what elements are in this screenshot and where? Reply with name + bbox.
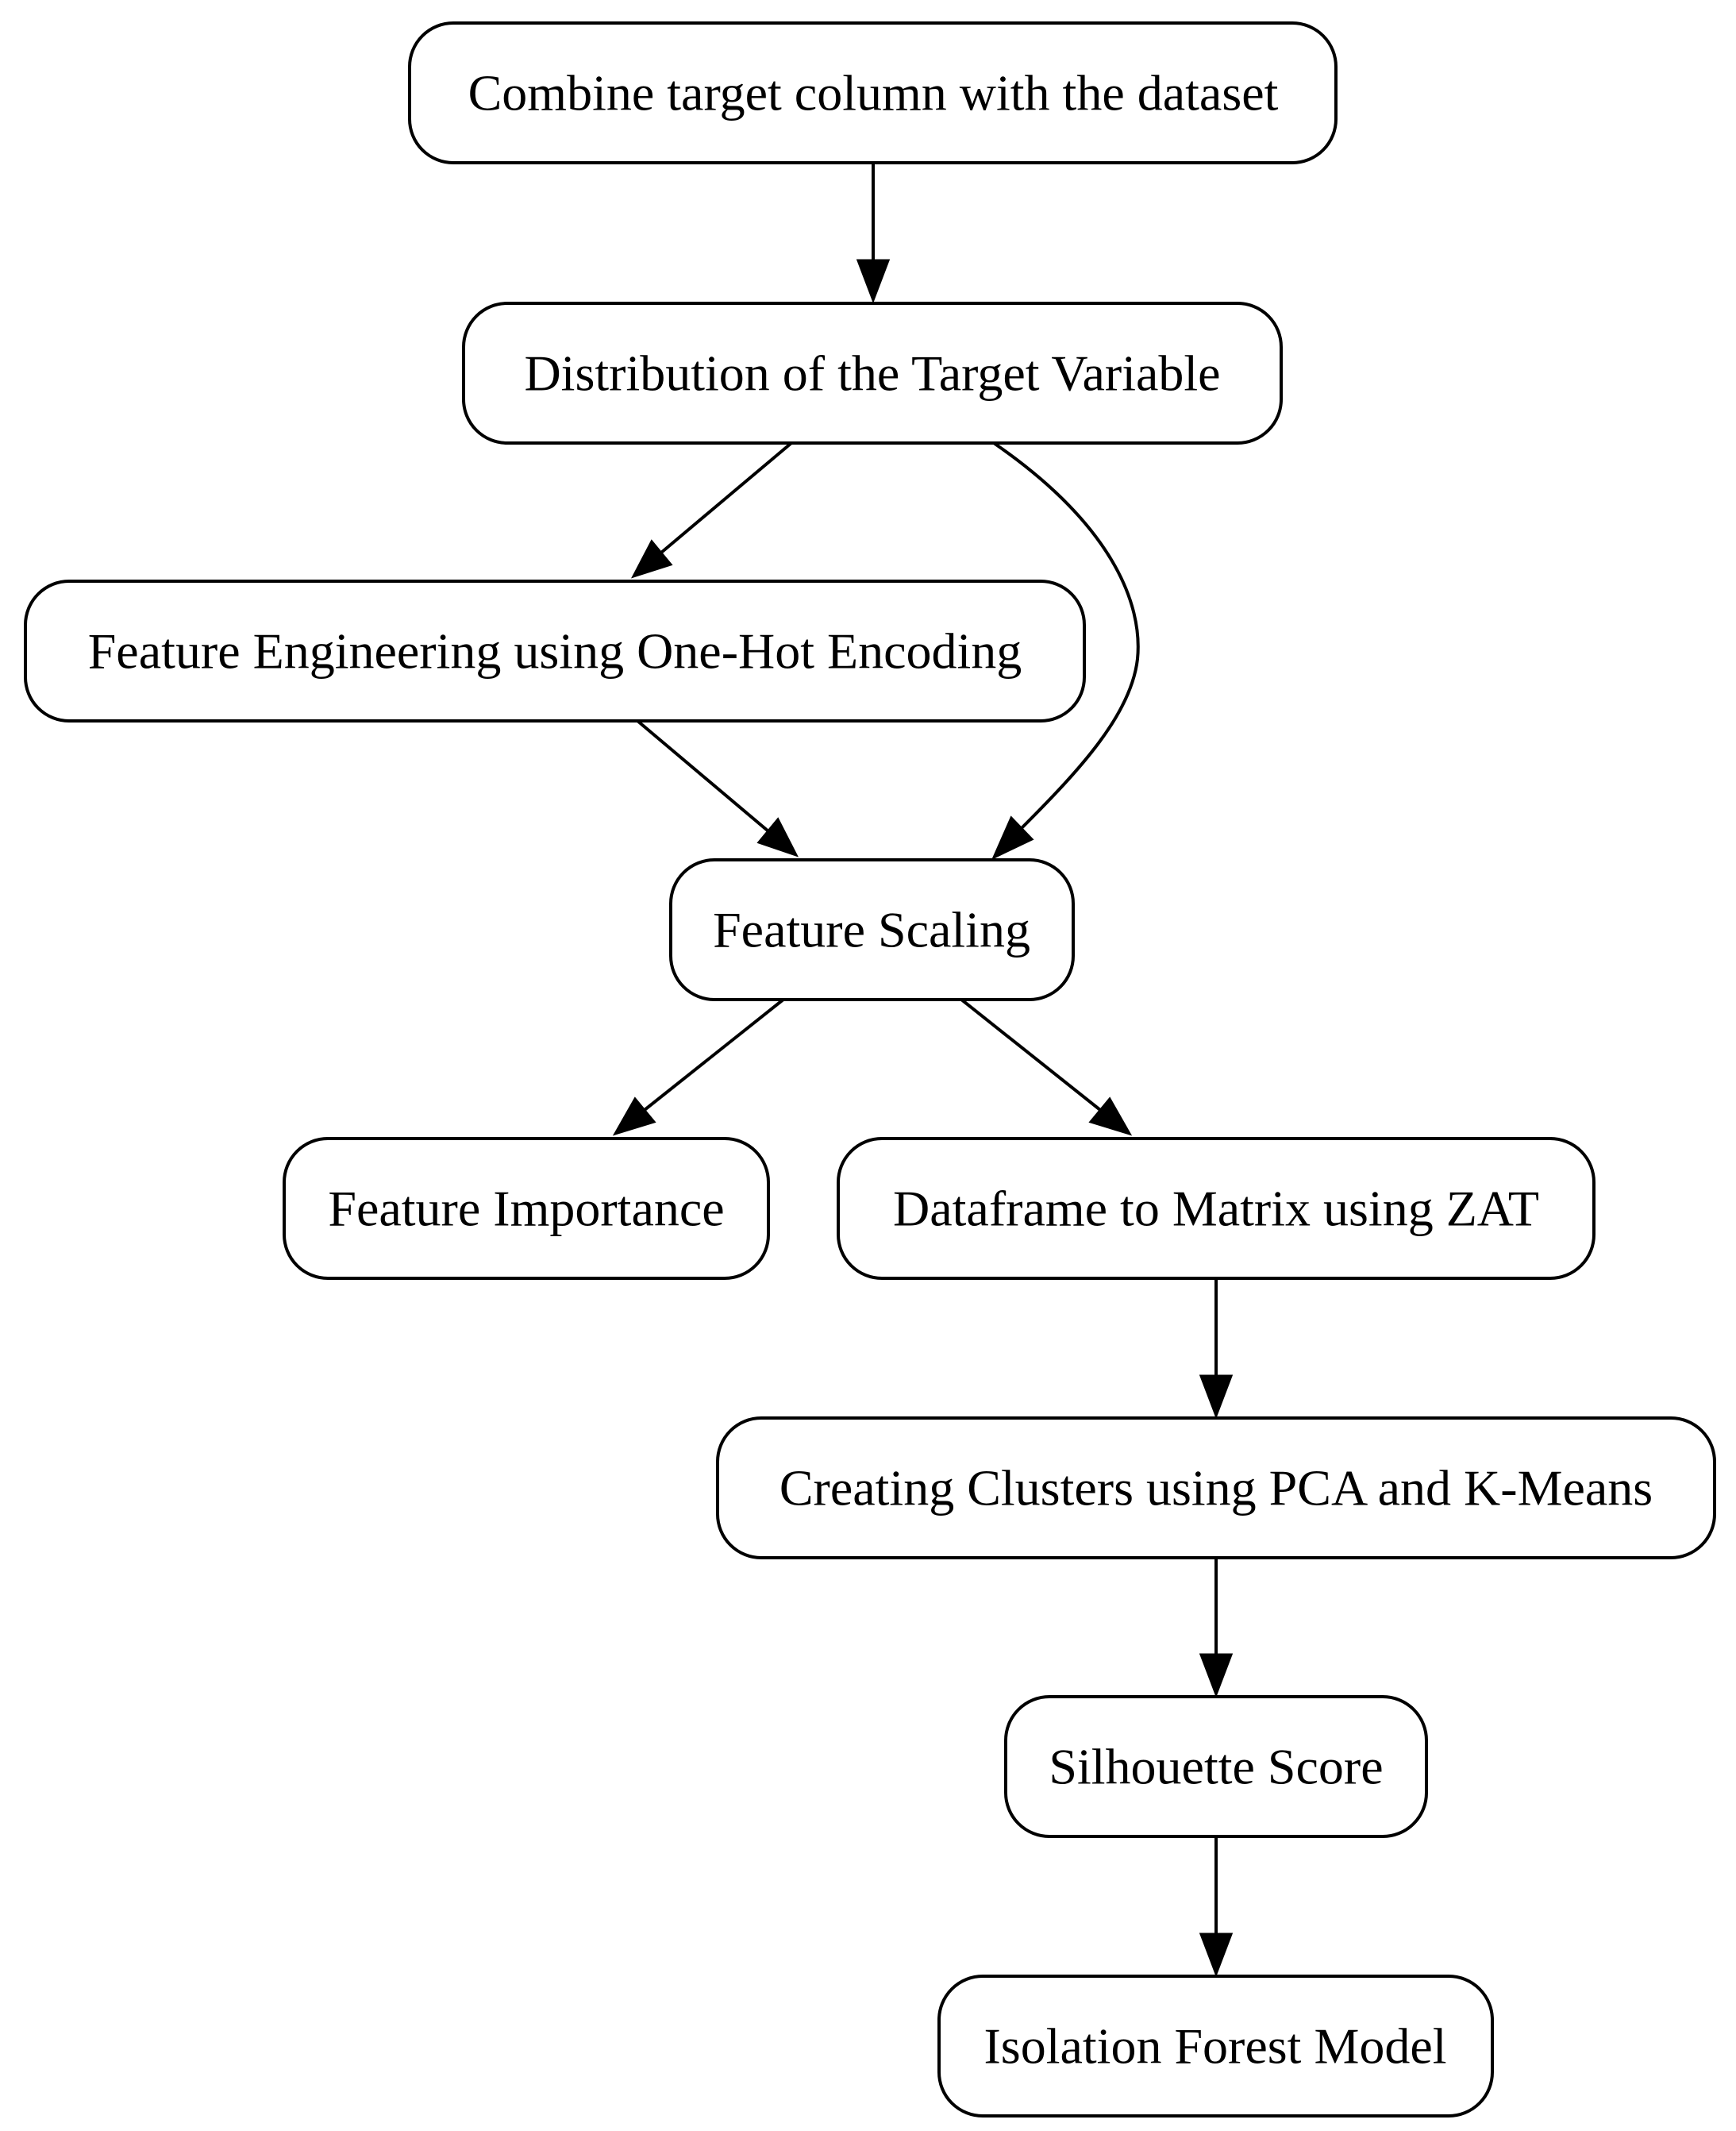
node-box (669, 858, 1075, 1001)
edge-silhouette-to-isolation-forest (1199, 1836, 1234, 1978)
edge-combine-to-distribution (856, 163, 891, 304)
node-feature-scaling: Feature Scaling (669, 858, 1075, 1001)
arrowhead (630, 539, 673, 579)
node-label: Feature Scaling (713, 902, 1030, 958)
edge-distribution-to-feature-scaling (991, 441, 1140, 861)
edge-clusters-to-silhouette (1199, 1558, 1234, 1698)
node-box (837, 1137, 1596, 1280)
node-clusters: Creating Clusters using PCA and K-Means (716, 1416, 1716, 1559)
node-box (408, 21, 1338, 164)
node-box (716, 1416, 1716, 1559)
arrowhead (1088, 1096, 1133, 1136)
node-label: Creating Clusters using PCA and K-Means (779, 1460, 1653, 1516)
node-label: Dataframe to Matrix using ZAT (893, 1181, 1539, 1237)
edge-line (660, 441, 793, 554)
node-box (462, 302, 1283, 445)
edge-dataframe-to-matrix-to-clusters (1199, 1279, 1234, 1420)
node-label: Feature Importance (328, 1181, 724, 1237)
edge-line (643, 997, 786, 1112)
node-distribution: Distribution of the Target Variable (462, 302, 1283, 445)
node-box (1004, 1695, 1428, 1838)
node-label: Distribution of the Target Variable (524, 345, 1220, 402)
node-silhouette: Silhouette Score (1004, 1695, 1428, 1838)
arrowhead (612, 1096, 656, 1136)
arrowhead (1199, 1933, 1234, 1978)
node-label: Combine target column with the dataset (468, 65, 1279, 121)
node-feature-engineering: Feature Engineering using One-Hot Encodi… (24, 580, 1086, 723)
node-isolation-forest: Isolation Forest Model (937, 1975, 1494, 2118)
arrowhead (991, 815, 1034, 861)
node-box (937, 1975, 1494, 2118)
node-feature-importance: Feature Importance (283, 1137, 770, 1280)
node-dataframe-to-matrix: Dataframe to Matrix using ZAT (837, 1137, 1596, 1280)
node-label: Feature Engineering using One-Hot Encodi… (88, 623, 1022, 680)
edge-distribution-to-feature-engineering (630, 441, 793, 579)
node-box (283, 1137, 770, 1280)
edge-line (959, 997, 1102, 1112)
arrowhead (756, 817, 799, 857)
edge-feature-scaling-to-dataframe-to-matrix (959, 997, 1133, 1136)
nodes: Combine target column with the dataset D… (24, 21, 1716, 2118)
edge-line (992, 441, 1140, 830)
edge-feature-scaling-to-feature-importance (612, 997, 786, 1136)
arrowhead (1199, 1653, 1234, 1698)
edge-feature-engineering-to-feature-scaling (635, 719, 799, 857)
arrowhead (1199, 1374, 1234, 1420)
edge-line (635, 719, 770, 833)
node-box (24, 580, 1086, 723)
node-label: Silhouette Score (1049, 1739, 1383, 1795)
arrowhead (856, 259, 891, 304)
edges (612, 163, 1234, 1978)
node-combine: Combine target column with the dataset (408, 21, 1338, 164)
node-label: Isolation Forest Model (983, 2018, 1446, 2075)
